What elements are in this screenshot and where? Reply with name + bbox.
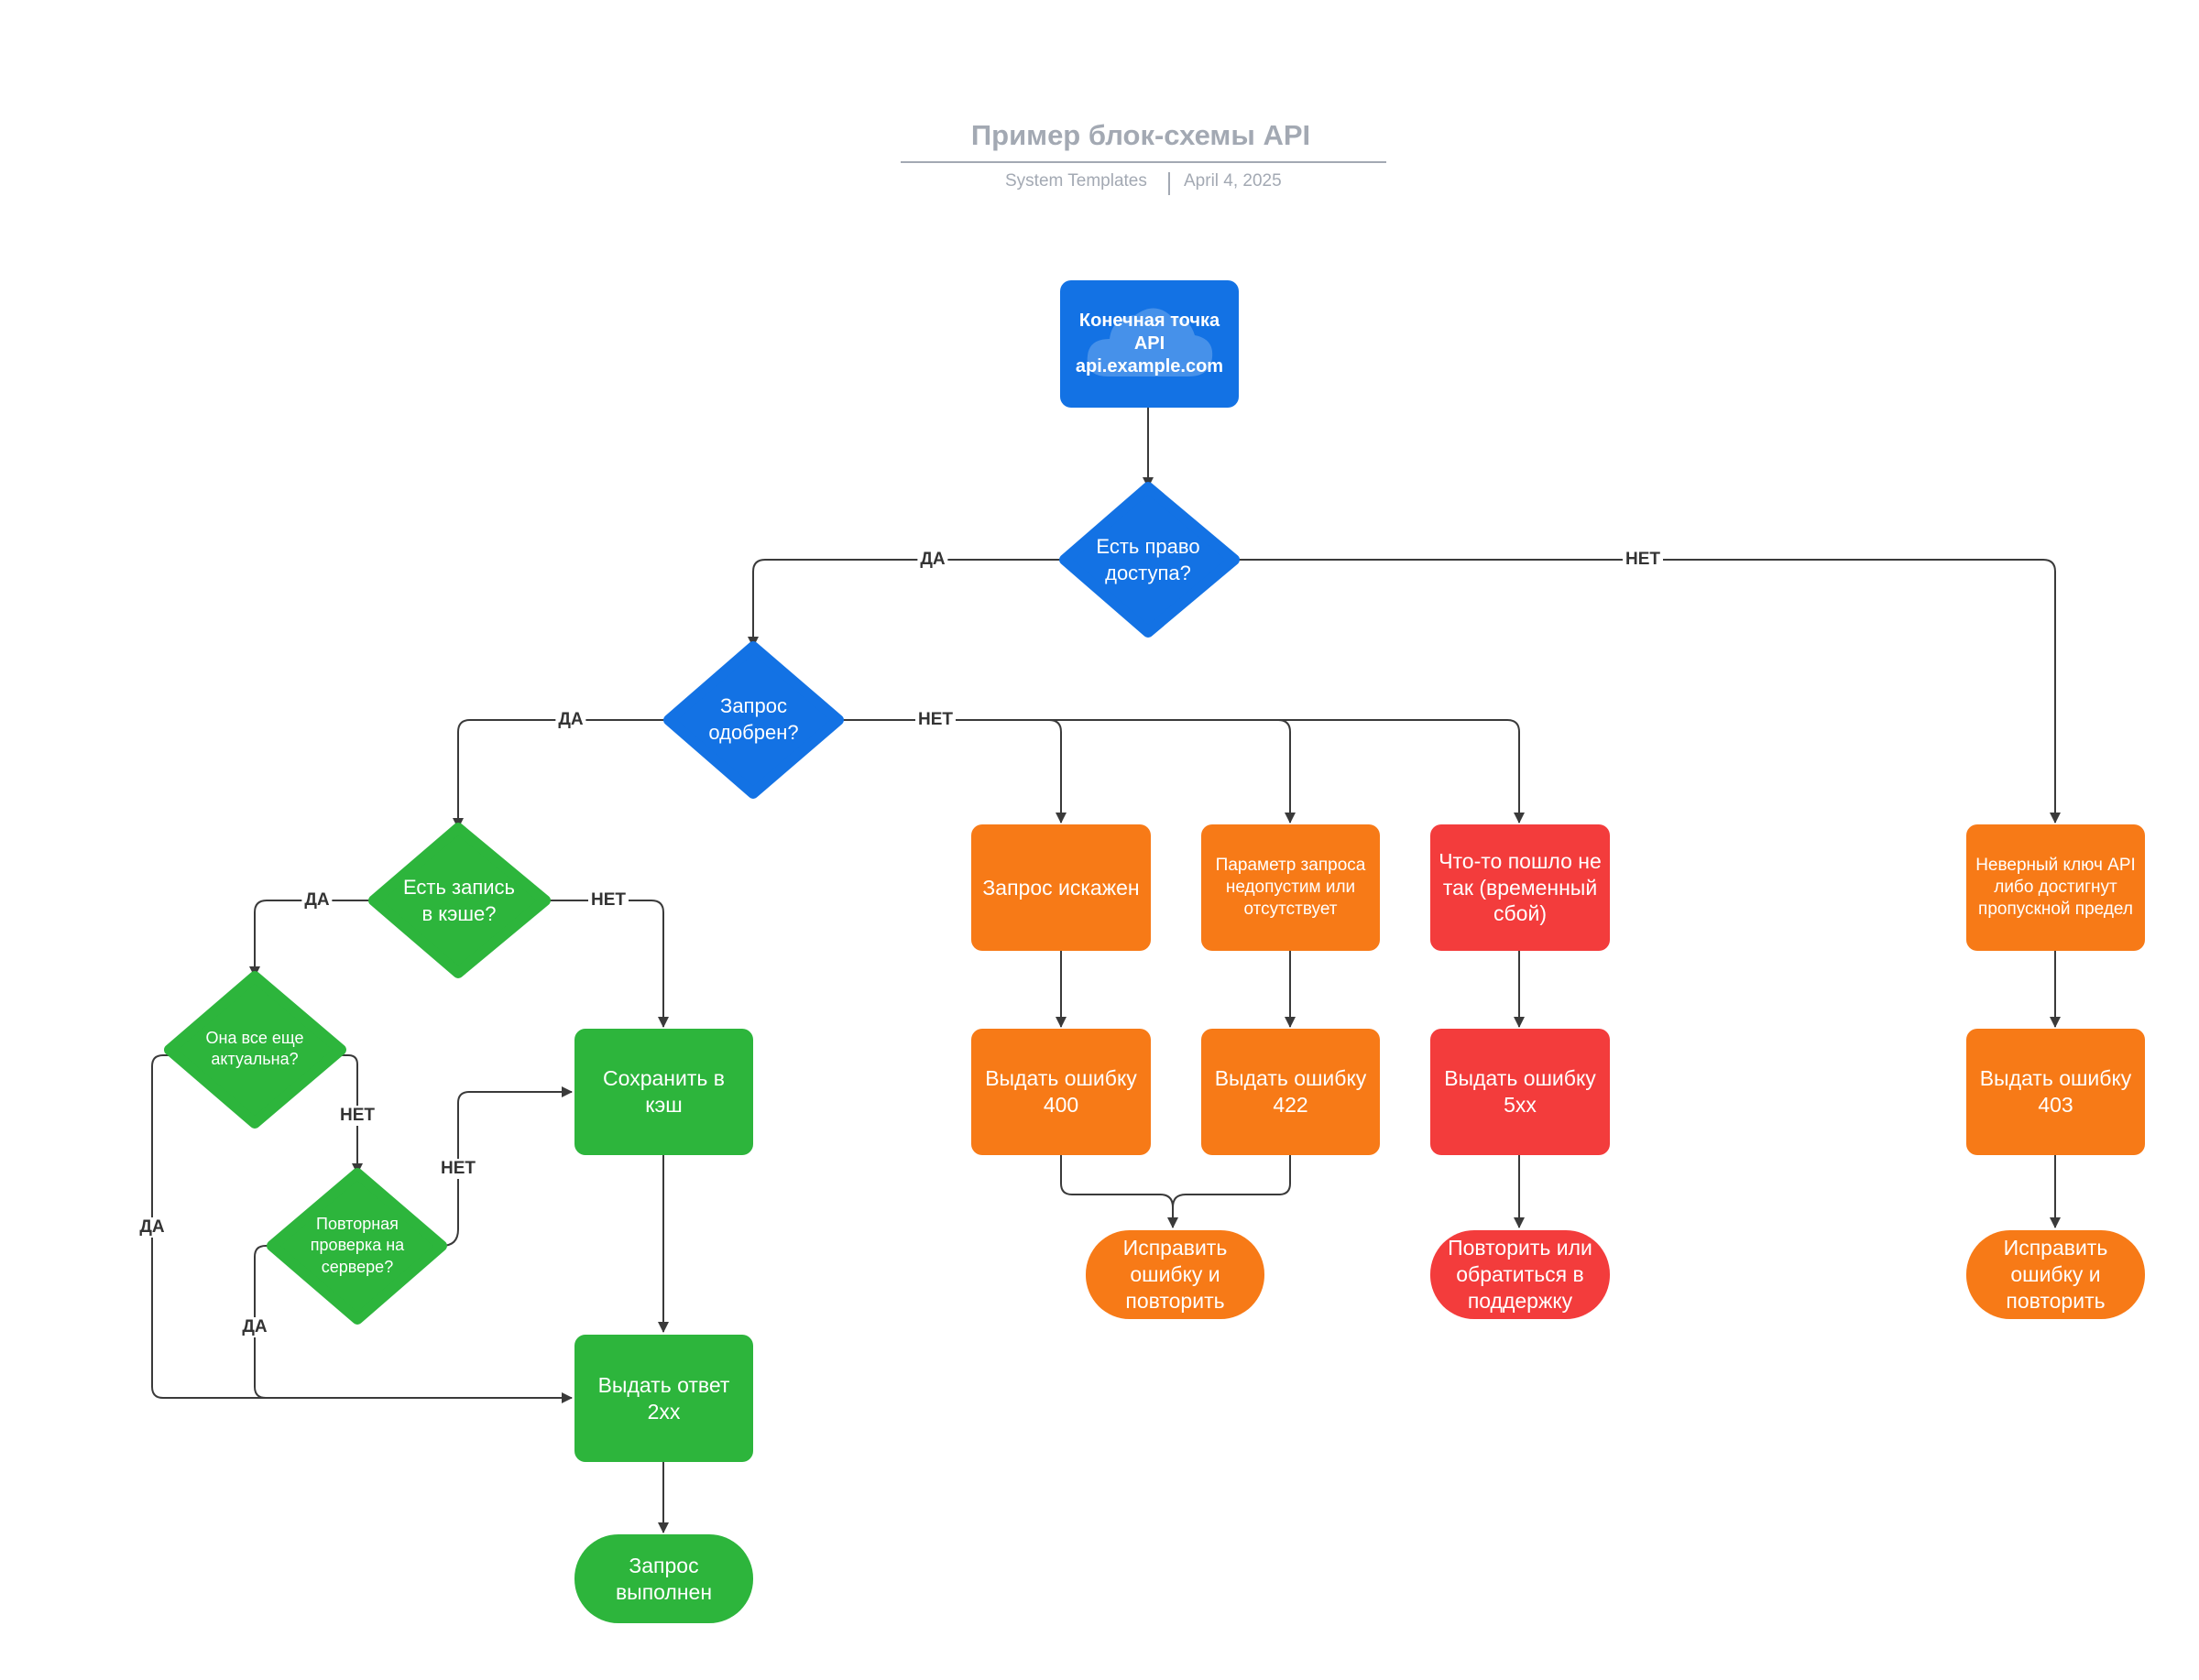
- node-save-cache: Сохранить в кэш: [574, 1029, 753, 1155]
- edge-label-recheck-no: НЕТ: [438, 1159, 478, 1179]
- decision-cache-label: Есть запись в кэше?: [402, 876, 516, 925]
- node-api-endpoint: Конечная точка API api.example.com: [1060, 280, 1239, 408]
- decision-diamond-valid: [164, 971, 346, 1129]
- decision-diamond-access: [1059, 482, 1240, 638]
- edge-label-cache-yes: ДА: [301, 890, 333, 911]
- edge-label-access-yes: ДА: [917, 550, 948, 570]
- subtitle-date: April 4, 2025: [1184, 171, 1282, 191]
- cloud-icon: [1087, 308, 1213, 376]
- edge-access-no: [1234, 559, 2061, 824]
- edge-valid-no: [341, 1054, 363, 1174]
- node-request-done: Запрос выполнен: [574, 1534, 753, 1623]
- edge-label-cache-no: НЕТ: [588, 890, 629, 911]
- node-error-5xx: Выдать ошибку 5xx: [1430, 1029, 1610, 1155]
- node-fix-and-retry-403: Исправить ошибку и повторить: [1966, 1230, 2145, 1319]
- node-error-422: Выдать ошибку 422: [1201, 1029, 1380, 1155]
- edge-label-access-no: НЕТ: [1623, 550, 1663, 570]
- node-respond-2xx: Выдать ответ 2xx: [574, 1335, 753, 1462]
- edge-approved-no: [838, 719, 1525, 824]
- decision-approved-label: Запрос одобрен?: [708, 694, 799, 744]
- edge-label-valid-yes: ДА: [137, 1217, 168, 1238]
- title-underline: [901, 161, 1386, 163]
- node-retry-or-support: Повторить или обратиться в поддержку: [1430, 1230, 1610, 1319]
- edge-recheck-no: [441, 1086, 573, 1247]
- node-temporary-failure: Что-то пошло не так (временный сбой): [1430, 824, 1610, 951]
- edge-422-fix: [1172, 1155, 1291, 1208]
- node-malformed-request: Запрос искажен: [971, 824, 1151, 951]
- edge-label-approved-no: НЕТ: [915, 710, 956, 730]
- node-error-403: Выдать ошибку 403: [1966, 1029, 2145, 1155]
- decision-recheck-label: Повторная проверка на сервере?: [310, 1214, 405, 1276]
- decision-diamond-recheck: [267, 1168, 447, 1325]
- edge-approved-yes: [453, 719, 669, 829]
- edge-400-fix: [1060, 1155, 1178, 1228]
- edge-approved-no-422: [1277, 719, 1296, 824]
- endpoint-label: Конечная точка API api.example.com: [1075, 311, 1224, 376]
- subtitle-divider: [1168, 172, 1170, 195]
- edge-label-valid-no: НЕТ: [337, 1106, 377, 1126]
- decision-diamond-approved: [663, 641, 844, 799]
- edge-cache-yes: [249, 900, 374, 977]
- edge-label-approved-yes: ДА: [555, 710, 586, 730]
- edge-access-yes: [748, 559, 1065, 648]
- subtitle-source: System Templates: [1005, 171, 1147, 191]
- page-title: Пример блок-схемы API: [970, 119, 1311, 151]
- decision-diamond-cache: [368, 823, 551, 978]
- edge-cache-no: [545, 900, 669, 1028]
- edge-approved-no-400: [1048, 719, 1067, 824]
- node-error-400: Выдать ошибку 400: [971, 1029, 1151, 1155]
- decision-access-label: Есть право доступа?: [1096, 535, 1200, 584]
- node-fix-and-retry: Исправить ошибку и повторить: [1086, 1230, 1264, 1319]
- node-bad-api-key: Неверный ключ API либо достигнут пропуск…: [1966, 824, 2145, 951]
- decision-valid-label: Она все еще актуальна?: [205, 1028, 304, 1068]
- edge-label-recheck-yes: ДА: [239, 1317, 270, 1337]
- node-bad-parameter: Параметр запроса недопустим или отсутств…: [1201, 824, 1380, 951]
